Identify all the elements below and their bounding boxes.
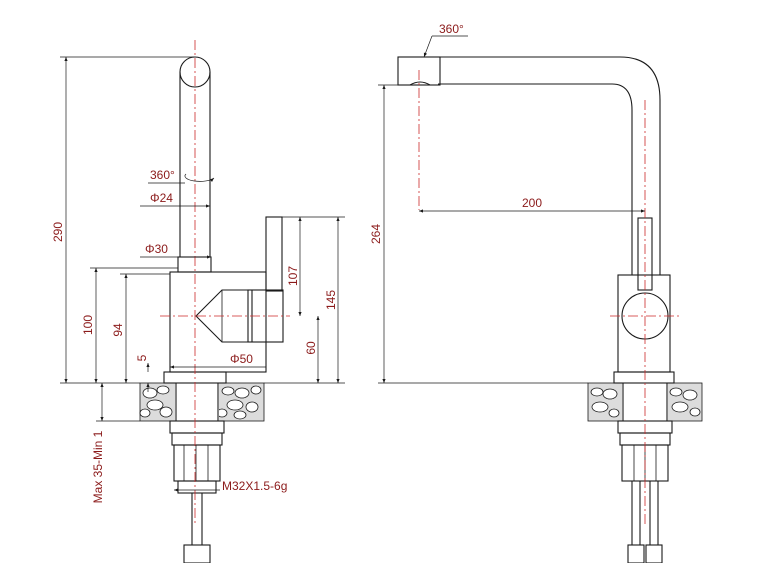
dimension-lines-right — [378, 35, 645, 384]
countertop-left — [139, 382, 265, 422]
dim-rotation-front: 360° — [439, 22, 464, 36]
spout-side — [177, 56, 212, 273]
dim-rotation-side: 360° — [150, 168, 175, 182]
dim-height-94: 94 — [111, 323, 125, 337]
dim-reach: 200 — [522, 196, 542, 210]
dim-spout-diameter: Φ24 — [150, 191, 173, 205]
dimension-lines-left — [60, 56, 345, 492]
dim-base-diameter: Φ30 — [145, 242, 168, 256]
shank-left — [169, 420, 225, 563]
dim-deck-thickness: Max 35-Min 1 — [91, 430, 105, 503]
mixer-body-side — [163, 216, 284, 384]
spout-front — [397, 56, 661, 291]
stone-texture-right — [590, 387, 701, 418]
dim-lever-height: 107 — [286, 266, 300, 286]
stone-texture-left — [139, 385, 262, 420]
dim-5: 5 — [135, 354, 149, 361]
dim-thread: M32X1.5-6g — [222, 479, 287, 493]
side-view: 290 360° Φ24 Φ30 100 94 5 Φ50 107 60 145… — [51, 40, 345, 563]
mixer-body-front — [613, 274, 675, 384]
dim-height-front: 264 — [369, 224, 383, 244]
dim-body-diameter: Φ50 — [230, 352, 253, 366]
dim-body-height: 145 — [324, 290, 338, 310]
dim-lever-offset: 60 — [304, 341, 318, 355]
dim-height-total: 290 — [51, 222, 65, 242]
dim-height-100: 100 — [81, 315, 95, 335]
front-view: 360° 200 264 — [369, 22, 703, 563]
